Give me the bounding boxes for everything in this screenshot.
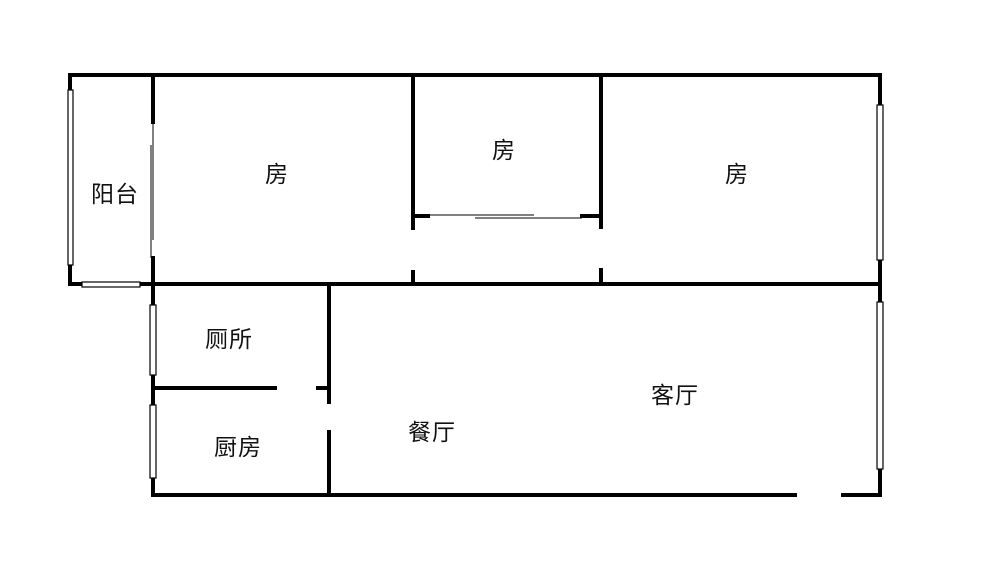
sliding-doors — [150, 122, 582, 258]
room-label-bedroom-left: 房 — [265, 162, 289, 188]
windows — [67, 89, 884, 479]
room-label-dining: 餐厅 — [408, 420, 456, 446]
room-label-toilet: 厕所 — [205, 327, 253, 353]
window — [149, 404, 157, 479]
room-label-living: 客厅 — [651, 383, 699, 409]
walls — [68, 73, 882, 497]
room-label-kitchen: 厨房 — [214, 435, 262, 461]
room-label-bedroom-middle: 房 — [492, 138, 516, 164]
window — [81, 281, 141, 288]
window — [149, 304, 157, 376]
room-label-bedroom-right: 房 — [725, 162, 749, 188]
window — [67, 89, 74, 266]
window — [876, 104, 884, 261]
window — [876, 301, 884, 470]
room-label-balcony: 阳台 — [91, 182, 139, 208]
